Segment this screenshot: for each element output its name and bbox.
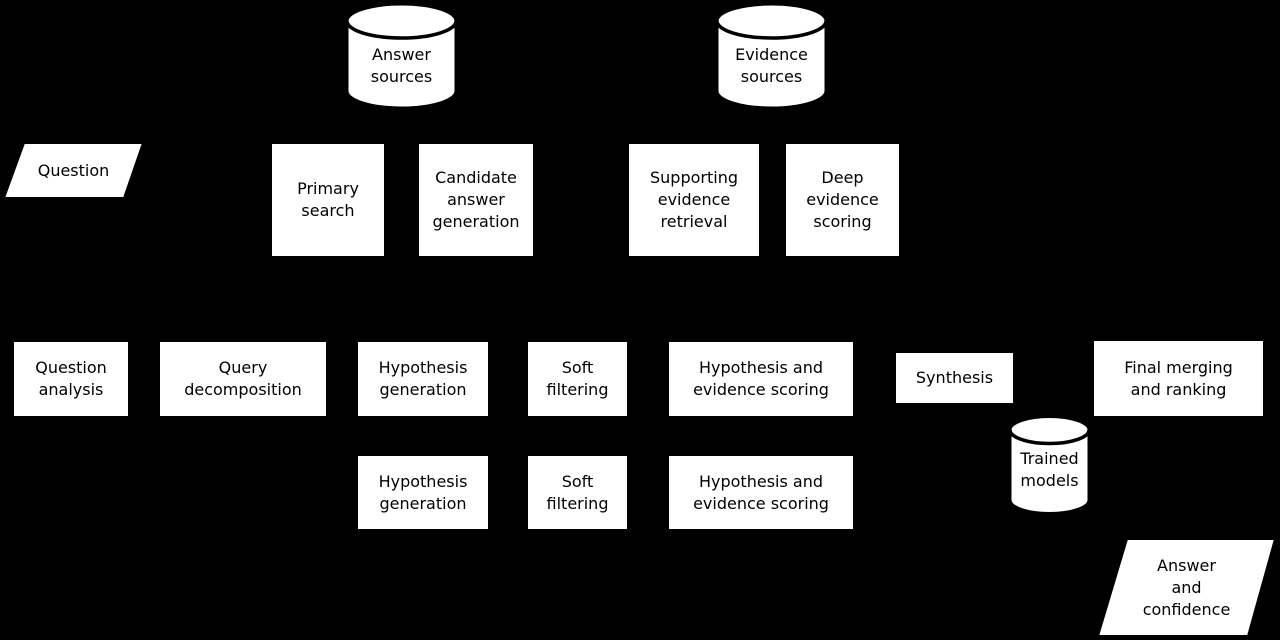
process-query-decomposition: Query decomposition bbox=[160, 342, 326, 416]
process-supporting-evidence-retrieval: Supporting evidence retrieval bbox=[629, 144, 759, 256]
process-candidate-answer-generation: Candidate answer generation bbox=[419, 144, 533, 256]
datastore-evidence-sources: Evidence sources bbox=[715, 2, 828, 110]
process-soft-filtering-2: Soft filtering bbox=[528, 456, 627, 529]
process-hypothesis-generation-1: Hypothesis generation bbox=[358, 342, 488, 416]
process-question-analysis: Question analysis bbox=[14, 342, 128, 416]
process-deep-evidence-scoring: Deep evidence scoring bbox=[786, 144, 899, 256]
datastore-trained-models-label: Trained models bbox=[1020, 449, 1079, 490]
io-question: Question bbox=[4, 143, 143, 198]
parallelogram-icon bbox=[4, 143, 143, 198]
io-answer-confidence: Answer and confidence bbox=[1098, 539, 1275, 636]
io-question-label: Question bbox=[37, 160, 110, 180]
datastore-evidence-sources-label: Evidence sources bbox=[735, 45, 808, 86]
process-synthesis: Synthesis bbox=[896, 353, 1013, 403]
cylinder-icon bbox=[715, 2, 828, 110]
process-soft-filtering-1: Soft filtering bbox=[528, 342, 627, 416]
cylinder-icon bbox=[345, 2, 458, 110]
process-primary-search: Primary search bbox=[272, 144, 384, 256]
datastore-answer-sources: Answer sources bbox=[345, 2, 458, 110]
cylinder-icon bbox=[1008, 415, 1091, 515]
datastore-trained-models: Trained models bbox=[1008, 414, 1091, 515]
parallelogram-icon bbox=[1098, 539, 1275, 636]
process-hypothesis-evidence-scoring-2: Hypothesis and evidence scoring bbox=[669, 456, 853, 529]
process-final-merging-ranking: Final merging and ranking bbox=[1094, 341, 1263, 416]
datastore-answer-sources-label: Answer sources bbox=[370, 45, 433, 86]
process-hypothesis-evidence-scoring-1: Hypothesis and evidence scoring bbox=[669, 342, 853, 416]
io-answer-confidence-label: Answer and confidence bbox=[1142, 555, 1231, 619]
process-hypothesis-generation-2: Hypothesis generation bbox=[358, 456, 488, 529]
